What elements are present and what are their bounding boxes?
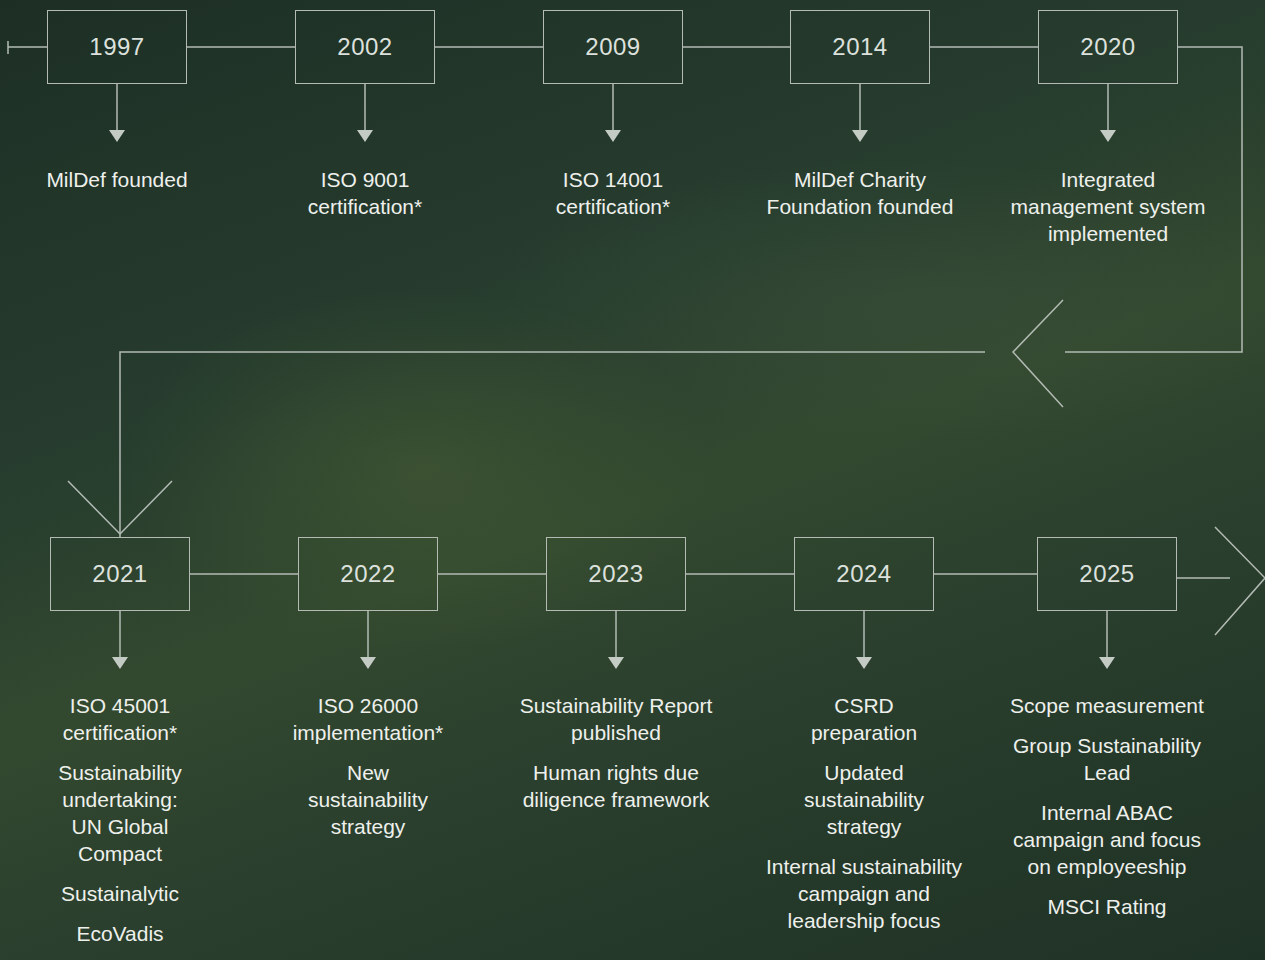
leader-head [357, 130, 373, 142]
year-label: 2023 [588, 560, 643, 588]
year-label: 2021 [92, 560, 147, 588]
connector-path [120, 352, 985, 537]
year-label: 1997 [89, 33, 144, 61]
timeline-connector [435, 46, 543, 48]
leader-line [615, 611, 617, 658]
leader-line [364, 84, 366, 131]
milestone-text: MilDef Charity Foundation founded [753, 166, 968, 220]
milestone-column: Sustainability Report publishedHuman rig… [486, 692, 746, 813]
leader-head [856, 657, 872, 669]
leader-head [109, 130, 125, 142]
milestone-text: Internal ABAC campaign and focus on empl… [1005, 799, 1210, 880]
milestone-column: ISO 9001 certification* [235, 166, 495, 220]
milestone-text: New sustainability strategy [298, 759, 438, 840]
year-label: 2024 [836, 560, 891, 588]
milestone-text: MSCI Rating [1007, 893, 1207, 920]
leader-head [605, 130, 621, 142]
milestone-text: ISO 45001 certification* [45, 692, 195, 746]
leader-head [608, 657, 624, 669]
year-box: 2021 [50, 537, 190, 611]
connector-segment [187, 46, 295, 48]
milestone-column: MilDef founded [0, 166, 247, 193]
connector-segment [435, 46, 543, 48]
milestone-column: ISO 26000 implementation* New sustainabil… [238, 692, 498, 840]
leader-line [367, 611, 369, 658]
milestone-column: MilDef Charity Foundation founded [730, 166, 990, 220]
leader-head [360, 657, 376, 669]
timeline-connector [934, 573, 1037, 575]
milestone-text: Human rights due diligence framework [509, 759, 724, 813]
year-box: 2002 [295, 10, 435, 84]
milestone-column: Scope measurementGroup Sustainability Le… [977, 692, 1237, 920]
leader-head [852, 130, 868, 142]
year-label: 2009 [585, 33, 640, 61]
year-box: 2023 [546, 537, 686, 611]
leader-line [119, 611, 121, 658]
end-line [1177, 577, 1230, 579]
leader-line [612, 84, 614, 131]
milestone-text: Scope measurement [987, 692, 1227, 719]
milestone-text: Internal sustainability campaign and lea… [757, 853, 972, 934]
milestone-text: ISO 14001 certification* [531, 166, 696, 220]
timeline-connector [686, 573, 794, 575]
year-box: 2009 [543, 10, 683, 84]
connector-segment [190, 573, 298, 575]
direction-chevron [1013, 300, 1063, 407]
milestone-column: ISO 14001 certification* [483, 166, 743, 220]
year-box: 2024 [794, 537, 934, 611]
year-box: 1997 [47, 10, 187, 84]
timeline-connector [438, 573, 546, 575]
end-chevron [1215, 527, 1265, 635]
milestone-text: Sustainalytic [45, 880, 195, 907]
arrow-head [68, 481, 172, 534]
timeline-connector [930, 46, 1038, 48]
milestone-text: Sustainability Report published [506, 692, 726, 746]
milestone-text: ISO 9001 certification* [283, 166, 448, 220]
year-box: 2020 [1038, 10, 1178, 84]
timeline-connector [683, 46, 790, 48]
connector-segment [438, 573, 546, 575]
connector-segment [686, 573, 794, 575]
year-box: 2022 [298, 537, 438, 611]
year-label: 2002 [337, 33, 392, 61]
leader-head [1100, 130, 1116, 142]
leader-head [112, 657, 128, 669]
milestone-column: ISO 45001 certification* Sustainability u… [0, 692, 250, 947]
milestone-text: Updated sustainability strategy [797, 759, 932, 840]
milestone-column: CSRD preparationUpdated sustainability s… [734, 692, 994, 934]
connector-segment [683, 46, 790, 48]
milestone-text: CSRD preparation [797, 692, 932, 746]
milestone-text: Sustainability undertaking: UN Global Co… [48, 759, 193, 867]
milestone-text: Group Sustainability Lead [1002, 732, 1212, 786]
connector-segment [934, 573, 1037, 575]
timeline-connector [68, 47, 1242, 537]
year-label: 2022 [340, 560, 395, 588]
leader-line [116, 84, 118, 131]
year-box: 2025 [1037, 537, 1177, 611]
leader-line [1106, 611, 1108, 658]
leader-line [859, 84, 861, 131]
year-box: 2014 [790, 10, 930, 84]
year-label: 2025 [1079, 560, 1134, 588]
milestone-text: MilDef founded [0, 166, 237, 193]
leader-line [863, 611, 865, 658]
year-label: 2014 [832, 33, 887, 61]
leader-head [1099, 657, 1115, 669]
connector-segment [930, 46, 1038, 48]
milestone-text: ISO 26000 implementation* [278, 692, 458, 746]
milestone-text: Integrated management system implemented [1006, 166, 1211, 247]
leader-line [1107, 84, 1109, 131]
timeline-connector [187, 46, 295, 48]
timeline-connector [190, 573, 298, 575]
milestone-text: EcoVadis [45, 920, 195, 947]
start-line [8, 46, 47, 48]
year-label: 2020 [1080, 33, 1135, 61]
milestone-column: Integrated management system implemented [978, 166, 1238, 247]
